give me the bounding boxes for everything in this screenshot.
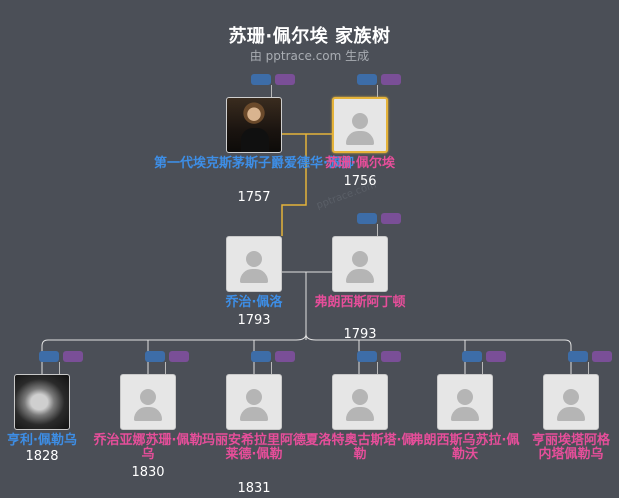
person-photo[interactable] [437, 374, 493, 430]
expand-ancestors-button[interactable] [39, 351, 59, 362]
expand-spouse-button[interactable] [381, 213, 401, 224]
person-photo[interactable] [332, 236, 388, 292]
person-name: 第一代埃克斯茅斯子爵爱德华·佩柳 [154, 156, 354, 171]
person-name: 苏珊·佩尔埃 [325, 156, 395, 171]
page-subtitle: 由 pptrace.com 生成 [249, 49, 370, 63]
person-name: 乔治·佩洛 [225, 295, 283, 310]
button-connector-line [271, 85, 272, 97]
expand-spouse-button[interactable] [486, 351, 506, 362]
person-year: 1831 [237, 481, 271, 496]
person-year: 1793 [237, 313, 271, 328]
expand-ancestors-button[interactable] [357, 213, 377, 224]
gen1-descent-line [281, 134, 307, 236]
person-name: 夏洛特奥古斯塔·佩勒 [305, 433, 415, 462]
expand-ancestors-button[interactable] [251, 351, 271, 362]
page-title: 苏珊·佩尔埃 家族树 [228, 26, 391, 47]
button-connector-line [377, 362, 378, 374]
expand-ancestors-button[interactable] [145, 351, 165, 362]
person-photo[interactable] [332, 374, 388, 430]
person-photo[interactable] [226, 374, 282, 430]
button-connector-line [165, 362, 166, 374]
expand-spouse-button[interactable] [381, 74, 401, 85]
person-name: 弗朗西斯乌苏拉·佩勒沃 [410, 433, 520, 462]
expand-spouse-button[interactable] [381, 351, 401, 362]
person-year: 1756 [343, 174, 377, 189]
button-connector-line [271, 362, 272, 374]
person-photo[interactable] [14, 374, 70, 430]
expand-ancestors-button[interactable] [357, 74, 377, 85]
person-name: 亨利·佩勒乌 [7, 433, 77, 448]
person-year: 1828 [25, 449, 59, 464]
button-connector-line [59, 362, 60, 374]
expand-spouse-button[interactable] [275, 351, 295, 362]
person-year: 1793 [343, 327, 377, 342]
gen3-horizontal-line [41, 333, 572, 347]
button-connector-line [588, 362, 589, 374]
expand-spouse-button[interactable] [63, 351, 83, 362]
person-name: 亨丽埃塔阿格内塔佩勒乌 [531, 433, 610, 462]
person-photo[interactable] [543, 374, 599, 430]
person-photo[interactable] [226, 97, 282, 153]
expand-ancestors-button[interactable] [462, 351, 482, 362]
person-name: 弗朗西斯阿丁顿 [314, 295, 406, 310]
person-photo[interactable] [120, 374, 176, 430]
expand-ancestors-button[interactable] [568, 351, 588, 362]
person-year: 1830 [131, 465, 165, 480]
expand-spouse-button[interactable] [169, 351, 189, 362]
person-photo[interactable] [226, 236, 282, 292]
expand-spouse-button[interactable] [275, 74, 295, 85]
person-year: 1757 [237, 190, 271, 205]
expand-ancestors-button[interactable] [357, 351, 377, 362]
button-connector-line [377, 85, 378, 97]
expand-spouse-button[interactable] [592, 351, 612, 362]
button-connector-line [482, 362, 483, 374]
expand-ancestors-button[interactable] [251, 74, 271, 85]
person-name: 乔治亚娜苏珊·佩勒乌 [93, 433, 203, 462]
person-name: 玛丽安希拉里阿德莱德·佩勒 [201, 433, 306, 462]
button-connector-line [377, 224, 378, 236]
person-photo[interactable] [332, 97, 388, 153]
